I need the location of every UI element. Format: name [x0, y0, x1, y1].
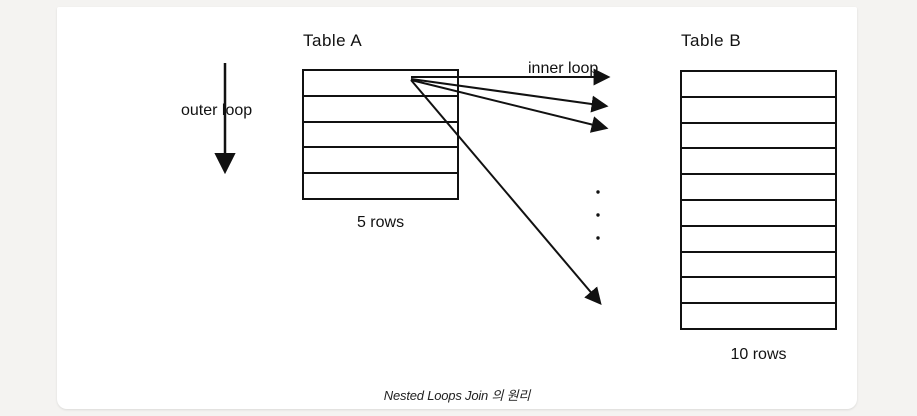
table-row [682, 98, 835, 124]
inner-loop-label: inner loop [528, 60, 599, 77]
table-a-title: Table A [303, 31, 363, 50]
table-row [304, 174, 457, 198]
table-row [682, 175, 835, 201]
content-card: Table A Table B outer loop inner loop 5 … [57, 7, 857, 409]
figure-caption: Nested Loops Join 의 원리 [383, 388, 531, 403]
outer-loop-label: outer loop [181, 102, 253, 119]
table-row [682, 253, 835, 279]
table-row [682, 227, 835, 253]
table-a [302, 69, 459, 200]
table-row [304, 97, 457, 123]
table-b-row-count-label: 10 rows [730, 346, 787, 363]
table-b-title: Table B [681, 31, 742, 50]
table-row [682, 149, 835, 176]
table-row [304, 71, 457, 97]
table-row [304, 148, 457, 175]
table-row [304, 123, 457, 149]
table-row [682, 201, 835, 227]
table-row [682, 304, 835, 328]
table-a-row-count-label: 5 rows [356, 214, 405, 231]
table-row [682, 124, 835, 150]
table-row [682, 72, 835, 98]
table-row [682, 278, 835, 305]
table-b [680, 70, 837, 330]
